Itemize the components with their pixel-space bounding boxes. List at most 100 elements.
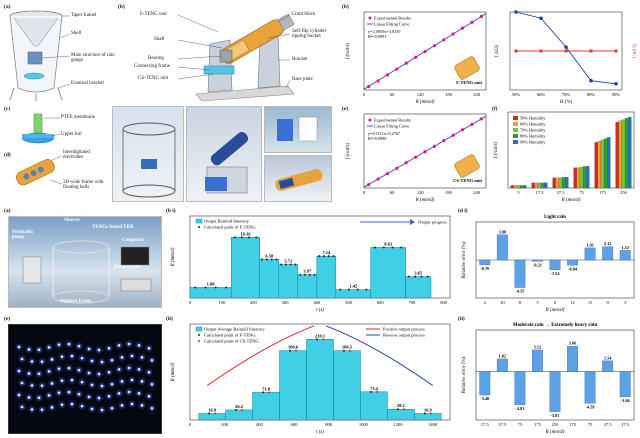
error-bar	[619, 250, 631, 261]
x-tick-label: 600	[377, 300, 385, 305]
calc-point	[241, 408, 244, 411]
data-point	[589, 49, 593, 53]
legend-entry: Linear Fitting Curve	[374, 124, 409, 129]
x-tick-label: 0	[363, 190, 366, 195]
led-dot	[140, 355, 144, 359]
led-dot	[60, 403, 64, 407]
calc-point	[414, 275, 417, 278]
data-point	[479, 14, 483, 19]
panel-letter-ei: (e)	[4, 316, 11, 322]
bar	[531, 182, 535, 189]
calc-point	[289, 349, 292, 352]
bar	[594, 142, 598, 189]
led-dot	[140, 403, 144, 407]
legend-marker	[198, 340, 200, 342]
x-tick-label: 17.5	[481, 422, 490, 427]
intensity-step	[230, 237, 261, 299]
x-tick-label: 12	[570, 300, 575, 305]
x-tick-label: 37.5	[557, 190, 566, 195]
led-dot	[80, 380, 84, 384]
chart-b-right-humidity: 50%60%70%80%90%H (%)f (kΩ)Q (nC)	[495, 10, 636, 105]
x-tick-label: 1000	[359, 422, 369, 427]
value-label: -0.76	[480, 266, 490, 271]
label-bearing: Bearing	[148, 56, 164, 61]
data-point	[376, 177, 380, 181]
x-tick-label: 1400	[428, 422, 438, 427]
calc-point	[429, 412, 432, 415]
data-point	[460, 128, 465, 132]
legend-swatch	[513, 122, 518, 126]
calc-point	[347, 288, 350, 291]
positive-process-arrow	[207, 325, 315, 386]
legend-entry: Experimental Results	[374, 118, 411, 123]
led-dot	[17, 345, 21, 349]
calc-point	[261, 258, 264, 261]
calc-point	[270, 258, 273, 261]
bar	[582, 166, 587, 189]
label-ptfe-membrane: PTFE membrane	[61, 115, 96, 120]
legend-swatch	[513, 134, 518, 138]
fit-equation: y=2.0959x+3.8187	[368, 29, 402, 34]
legend-entry: Output Rainfall Intensity	[204, 219, 250, 224]
bar	[561, 177, 566, 189]
value-label: -0.21	[533, 262, 542, 267]
x-tick-label: 37.5	[498, 422, 507, 427]
led-dot	[140, 379, 144, 383]
unit-label: F-TENG unit	[456, 80, 482, 85]
photo-led-array	[8, 324, 162, 434]
calc-point	[407, 275, 410, 278]
fit-r-squared: R²=0.9991	[368, 34, 386, 39]
value-label: 8.63	[384, 241, 393, 246]
x-axis-label: R (mm/d)	[545, 430, 565, 435]
value-label: -1.54	[551, 271, 561, 276]
intensity-step	[387, 408, 415, 421]
bar	[607, 137, 611, 189]
led-dot	[87, 395, 91, 399]
led-dot	[37, 396, 41, 400]
led-dot	[70, 402, 74, 406]
data-point	[514, 10, 518, 14]
data-point	[395, 166, 399, 170]
led-dot	[117, 391, 121, 395]
calc-point	[214, 412, 217, 415]
led-dot	[70, 378, 74, 382]
value-label: 7.14	[322, 250, 331, 255]
calc-point	[322, 338, 324, 341]
x-tick-label: 0	[363, 92, 366, 97]
data-point	[479, 117, 483, 121]
led-dot	[117, 367, 121, 371]
calc-point	[339, 288, 342, 291]
calc-point	[275, 258, 278, 261]
legend-swatch	[513, 128, 518, 132]
legend-swatch	[195, 326, 203, 332]
label-external-bracket: External bracket	[71, 81, 104, 86]
label-connecting-frame: Connecting frame	[134, 64, 170, 69]
calc-point	[255, 236, 258, 239]
led-dot	[30, 408, 34, 411]
led-dot	[147, 394, 151, 398]
error-bar	[602, 246, 614, 261]
label-f-teng-unit: F-TENG unit	[140, 12, 167, 17]
led-dot	[137, 367, 141, 371]
led-dot	[120, 379, 124, 383]
value-label: 10.36	[240, 231, 251, 236]
data-point	[414, 55, 418, 60]
x-axis-label: R (mm/d)	[415, 198, 435, 203]
led-dot	[110, 382, 114, 386]
led-dot	[50, 406, 54, 409]
calc-point	[303, 273, 306, 276]
value-label: 3.98	[499, 229, 507, 234]
x-tick-label: 240	[473, 92, 481, 97]
panel-letter-ai: (a)	[4, 208, 11, 214]
error-bar	[532, 259, 543, 262]
legend-swatch	[513, 140, 518, 144]
led-dot	[137, 343, 141, 347]
value-label: 73.4	[370, 386, 379, 391]
calc-point	[322, 255, 325, 258]
data-point	[385, 73, 390, 77]
y-axis-label-left: f (kΩ)	[495, 44, 500, 57]
led-dot	[57, 367, 61, 371]
led-dot	[57, 343, 61, 347]
